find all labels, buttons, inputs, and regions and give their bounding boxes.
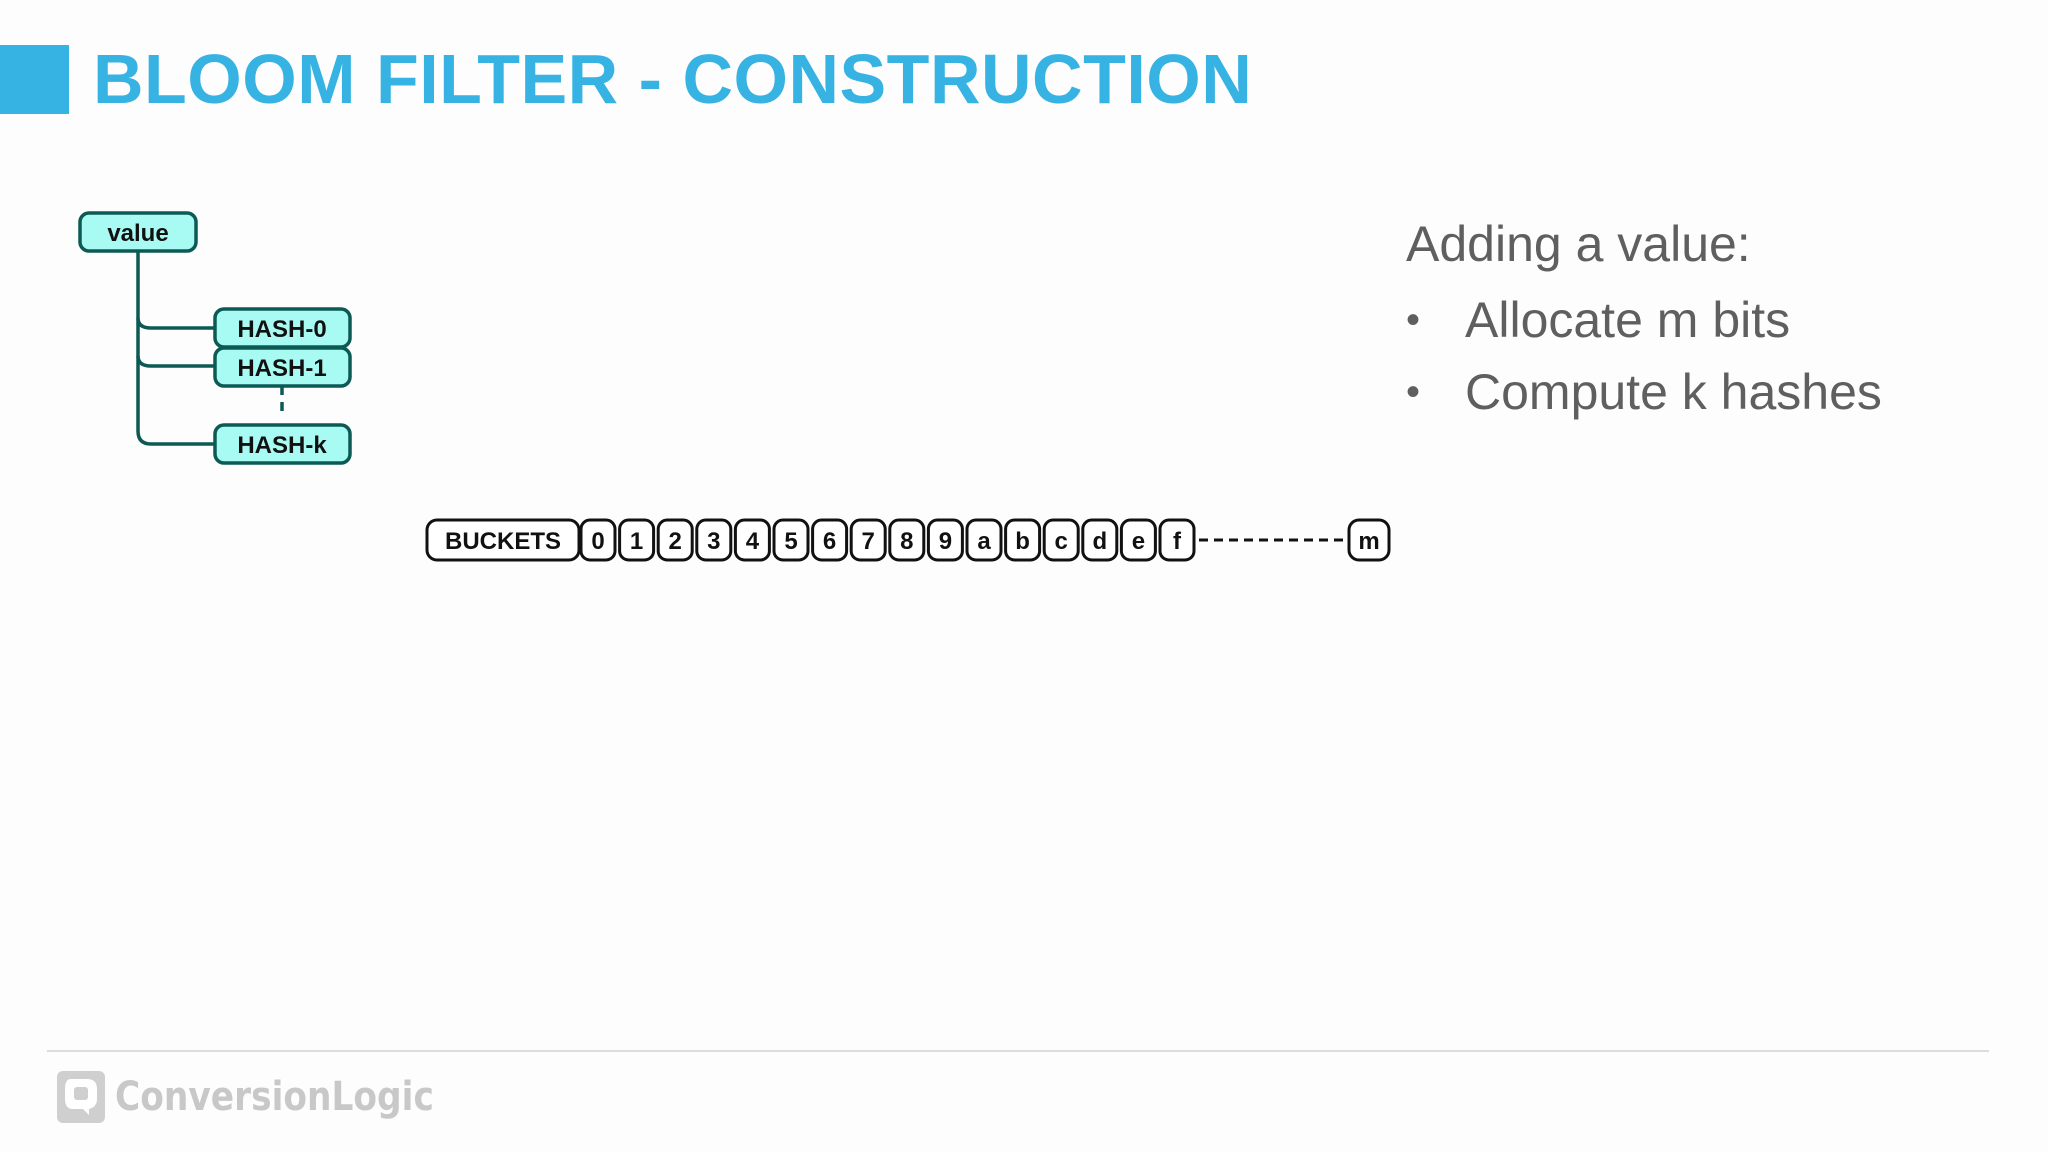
bucket-cell [849,518,887,562]
footer-logo: ConversionLogic [57,1071,486,1123]
hash-node-1: HASH-1 [213,346,352,388]
bucket-cell [1158,518,1196,562]
notes-heading: Adding a value: [1406,216,1751,272]
bucket-cell-label: 9 [939,528,952,555]
notes-bullet-text: Compute k hashes [1465,364,1882,420]
connector-hash-0 [136,317,215,330]
bullet-dot-icon: • [1406,298,1421,342]
notes-bullet-item: • Allocate m bits [1406,284,1882,356]
bucket-cell [811,518,849,562]
bucket-cell [656,518,694,562]
conversionlogic-logo-icon [57,1071,105,1123]
bucket-cell-label: 0 [591,528,604,555]
bucket-cell-label: c [1055,528,1068,555]
bucket-cell [1119,518,1157,562]
notes-bullet-list: • Allocate m bits • Compute k hashes [1406,284,1882,428]
bullet-dot-icon: • [1406,370,1421,414]
bucket-cell-label: 3 [707,528,720,555]
connector-hash-1 [136,355,215,368]
notes-bullet-item: • Compute k hashes [1406,356,1882,428]
bucket-cell [695,518,733,562]
title-accent-block [0,45,69,114]
bucket-cell [888,518,926,562]
bucket-cell [618,518,656,562]
hash-node-0: HASH-0 [213,307,352,349]
buckets-label: BUCKETS [445,528,561,555]
bucket-cell [733,518,771,562]
hash-node-0-label: HASH-0 [237,316,326,343]
bucket-cell [1081,518,1119,562]
bucket-cell-label: b [1015,528,1030,555]
hash-node-k-label: HASH-k [237,432,327,459]
bucket-cell-label: 5 [784,528,797,555]
bucket-cell [926,518,964,562]
bucket-cell [579,518,617,562]
value-node: value [78,211,198,253]
bucket-cell [1042,518,1080,562]
connector-hash-k [136,251,215,446]
bucket-cell-label: 7 [862,528,875,555]
bucket-cell-label: f [1173,528,1182,555]
bucket-cell-label: e [1132,528,1145,555]
hash-node-k: HASH-k [213,423,352,465]
notes-panel: Adding a value: • Allocate m bits • Comput… [1406,212,1882,428]
logo-text: ConversionLogic [115,1074,434,1120]
bucket-cell-label: a [977,528,991,555]
bucket-cell-label: d [1092,528,1107,555]
bucket-cell-label: 4 [746,528,760,555]
footer-divider [47,1050,1989,1052]
bucket-cell-label: 2 [669,528,682,555]
bucket-cell [965,518,1003,562]
tree-connectors [136,251,284,446]
bucket-cell-last [1347,518,1391,562]
bucket-cell-last-label: m [1358,528,1379,555]
value-node-label: value [107,220,168,247]
bucket-cell [1004,518,1042,562]
hash-node-1-label: HASH-1 [237,355,326,382]
slide-title: BLOOM FILTER - CONSTRUCTION [93,40,1253,118]
bucket-cell-label: 6 [823,528,836,555]
notes-bullet-text: Allocate m bits [1465,292,1791,348]
bucket-cell-label: 8 [900,528,913,555]
bucket-cell [772,518,810,562]
bucket-cell-label: 1 [630,528,643,555]
